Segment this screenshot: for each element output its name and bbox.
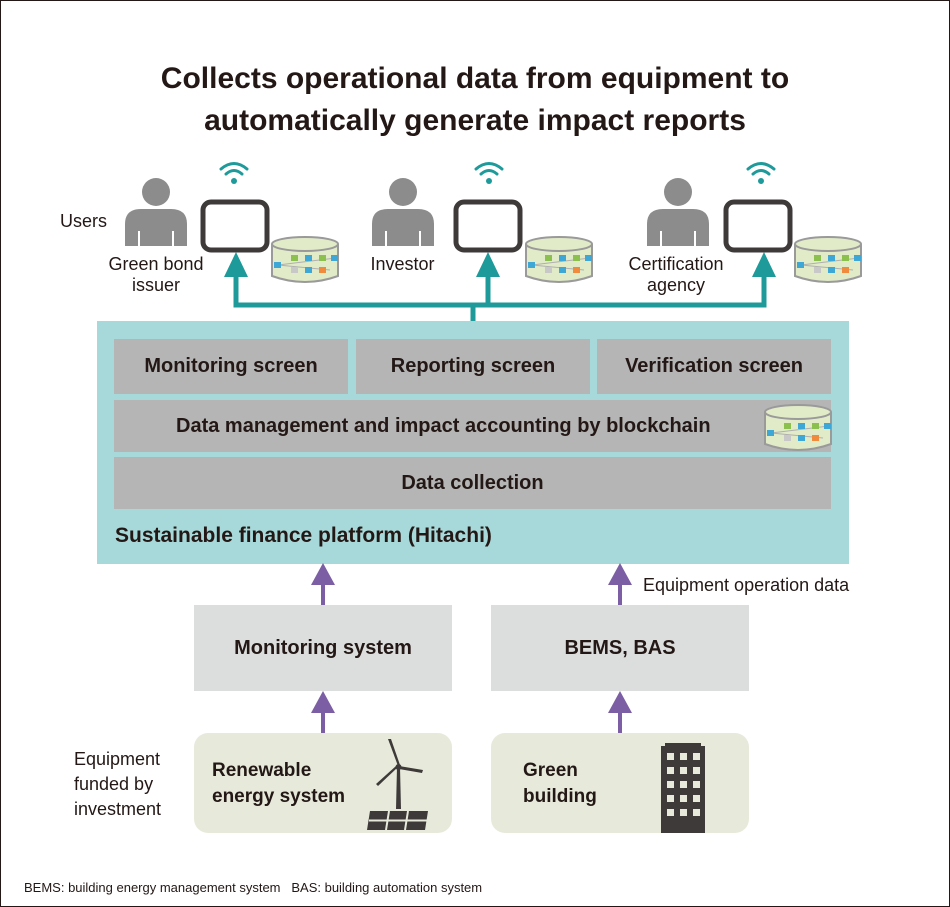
building-window: [680, 795, 687, 802]
users-label: Users: [60, 211, 108, 231]
building-window: [693, 767, 700, 774]
user-name-line1: Investor: [370, 254, 435, 274]
tablet-icon: [723, 199, 793, 253]
equipment-operation-data-label: Equipment operation data: [643, 575, 850, 595]
building-label-line1: Green: [523, 760, 578, 781]
user-connector-lines: [224, 252, 776, 322]
building-label-line2: building: [523, 786, 597, 807]
building-window: [667, 809, 674, 816]
building-window: [680, 809, 687, 816]
bems-bas-box: BEMS, BAS: [491, 605, 749, 691]
arrow-head-building-to-bems: [608, 691, 632, 713]
building-window: [693, 781, 700, 788]
person-icon: [372, 178, 434, 246]
blockchain-database-icon: [794, 236, 862, 283]
arrow-up-investor: [476, 252, 500, 277]
building-window: [667, 795, 674, 802]
renewable-label-line2: energy system: [212, 786, 346, 807]
wind-turbine-solar-icon: [367, 739, 428, 831]
building-window: [693, 795, 700, 802]
building-window: [693, 753, 700, 760]
renewable-label-line1: Renewable: [212, 760, 312, 781]
wifi-icon: [746, 162, 776, 184]
verification-screen-box: Verification screen: [597, 339, 831, 394]
equipment-label-line1: Equipment: [74, 749, 161, 769]
building-window: [667, 767, 674, 774]
arrow-head-bems-to-platform: [608, 563, 632, 585]
arrow-up-issuer: [224, 252, 248, 277]
data-collection-layer: Data collection: [114, 457, 831, 509]
green-building-label: Green building: [523, 758, 597, 810]
wifi-icon: [474, 162, 504, 184]
equipment-label-line3: investment: [74, 799, 162, 819]
user-group-green-bond-issuer: Green bond issuer: [96, 254, 216, 296]
title-line-2: automatically generate impact reports: [204, 104, 746, 137]
renewable-energy-system-box: Renewable energy system: [194, 733, 452, 833]
user-group-certification-agency: Certification agency: [612, 254, 740, 296]
building-window: [680, 781, 687, 788]
monitoring-system-box: Monitoring system: [194, 605, 452, 691]
blockchain-database-icon: [525, 236, 593, 283]
title-line-1: Collects operational data from equipment…: [160, 62, 790, 95]
person-icon: [125, 178, 187, 246]
user-name-line1: Green bond: [108, 254, 204, 274]
user-name-line2: issuer: [131, 275, 180, 295]
building-window: [680, 753, 687, 760]
tablet-icon: [453, 199, 523, 253]
user-name-line1: Certification: [628, 254, 724, 274]
person-icon: [647, 178, 709, 246]
building-window: [680, 767, 687, 774]
building-window: [693, 809, 700, 816]
building-icon: [661, 743, 705, 833]
arrow-head-renewable-to-monitoring: [311, 691, 335, 713]
building-window: [667, 781, 674, 788]
renewable-energy-label: Renewable energy system: [212, 758, 345, 810]
monitoring-screen-box: Monitoring screen: [114, 339, 348, 394]
equipment-label-line2: funded by: [74, 774, 154, 794]
blockchain-database-icon: [271, 236, 339, 283]
connector-horizontal: [233, 277, 767, 308]
data-flow-arrows: [311, 563, 632, 735]
wifi-icon: [219, 162, 249, 184]
blockchain-database-icon: [764, 404, 832, 451]
blockchain-layer-label: Data management and impact accounting by…: [176, 414, 711, 437]
footnote: BEMS: building energy management system …: [24, 880, 483, 895]
green-building-box: Green building: [491, 733, 749, 833]
diagram-title: Collects operational data from equipment…: [0, 58, 950, 142]
arrow-head-monitoring-to-platform: [311, 563, 335, 585]
tablet-icon: [200, 199, 270, 253]
user-group-investor: Investor: [355, 254, 450, 275]
platform-name: Sustainable finance platform (Hitachi): [115, 524, 492, 547]
equipment-funded-label: Equipment funded by investment: [74, 747, 161, 822]
user-name-line2: agency: [646, 275, 706, 295]
building-window: [667, 753, 674, 760]
blockchain-layer: Data management and impact accounting by…: [114, 400, 831, 452]
arrow-up-agency: [752, 252, 776, 277]
reporting-screen-box: Reporting screen: [356, 339, 590, 394]
